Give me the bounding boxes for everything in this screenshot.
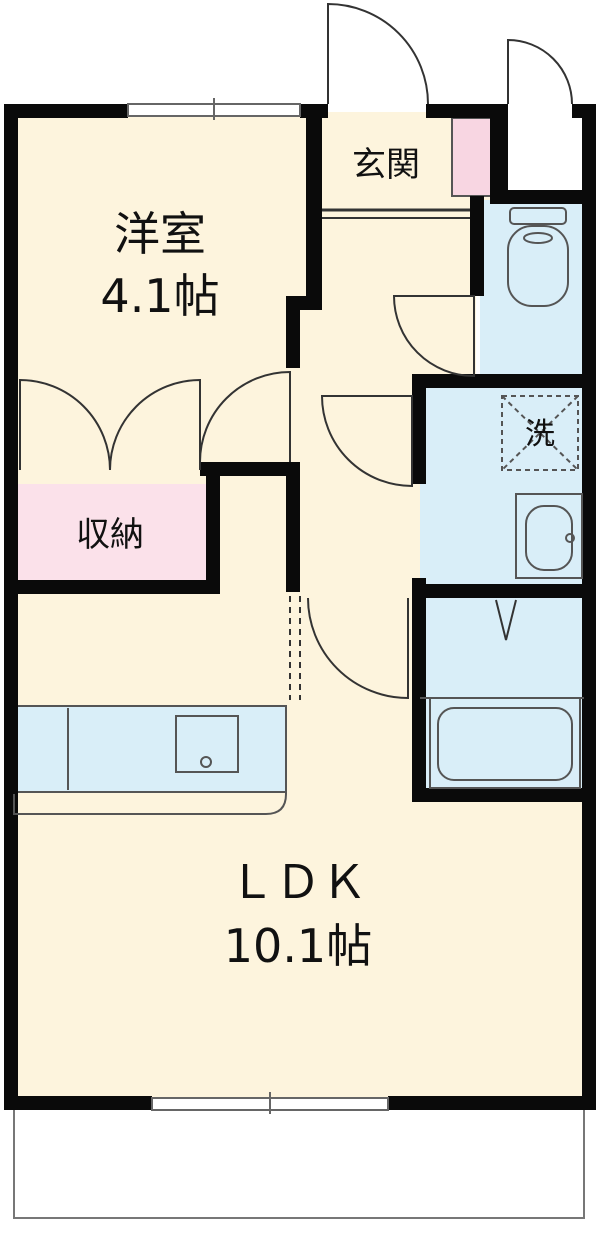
wall-bottom-right (388, 1096, 596, 1110)
wall-closet-bottom (200, 462, 300, 476)
closet-door-right (109, 378, 201, 471)
toilet-door-swing (392, 295, 475, 378)
wall-top-left (4, 104, 128, 118)
washroom-floor (420, 384, 584, 590)
western-door-swing (199, 370, 291, 463)
meter-door-swing (507, 38, 573, 105)
kitchen-counter (13, 705, 287, 793)
wall-wet-left (412, 374, 426, 484)
wall-wash-bottom (412, 584, 596, 598)
wall-western-right (306, 104, 322, 300)
wall-western-lower (286, 296, 300, 368)
windows (127, 98, 389, 1114)
balcony (13, 1107, 585, 1219)
closet-door-left (19, 378, 111, 471)
wall-storage-bottom (4, 580, 220, 594)
front-door-swing (327, 2, 429, 105)
doors (19, 2, 573, 700)
wall-top-right (426, 104, 508, 118)
toilet-tank (509, 207, 567, 225)
storage-label: 収納 (76, 515, 144, 555)
wall-left (4, 104, 18, 1108)
wall-entrance-right (490, 104, 508, 200)
toilet-bowl (507, 225, 569, 307)
wall-storage-right (206, 476, 220, 592)
kitchen-sink (175, 715, 239, 773)
wall-western-closet (286, 462, 300, 592)
ldk-size: 10.1帖 (224, 919, 372, 973)
wall-right (582, 104, 596, 1108)
wash-basin (515, 493, 583, 579)
wall-bath-bottom (412, 788, 596, 802)
wall-bottom-left (4, 1096, 152, 1110)
ldk-door-swing (307, 597, 409, 700)
wall-meter-right (572, 104, 596, 118)
fixtures (13, 207, 584, 815)
western-room-name: 洋室 (114, 207, 206, 261)
walls (4, 104, 596, 1110)
ldk-name: ＬＤＫ (229, 855, 367, 909)
western-room-size: 4.1帖 (100, 269, 219, 323)
meter-box (508, 112, 584, 194)
storage-floor (14, 484, 212, 586)
washroom-door-swing (320, 395, 413, 488)
entrance-label: 玄関 (352, 145, 420, 185)
bath-door (495, 599, 517, 641)
shoe-box (451, 117, 493, 197)
wall-wet-left-lower (412, 578, 426, 802)
washer-label: 洗 (525, 417, 555, 452)
wall-toilet-left (470, 196, 484, 296)
kitchen-counter-edge (13, 706, 287, 815)
western-room-floor (14, 112, 306, 484)
wall-toilet-bottom (412, 374, 596, 388)
wall-meter-bottom (490, 190, 596, 204)
washing-machine-space (501, 395, 579, 471)
